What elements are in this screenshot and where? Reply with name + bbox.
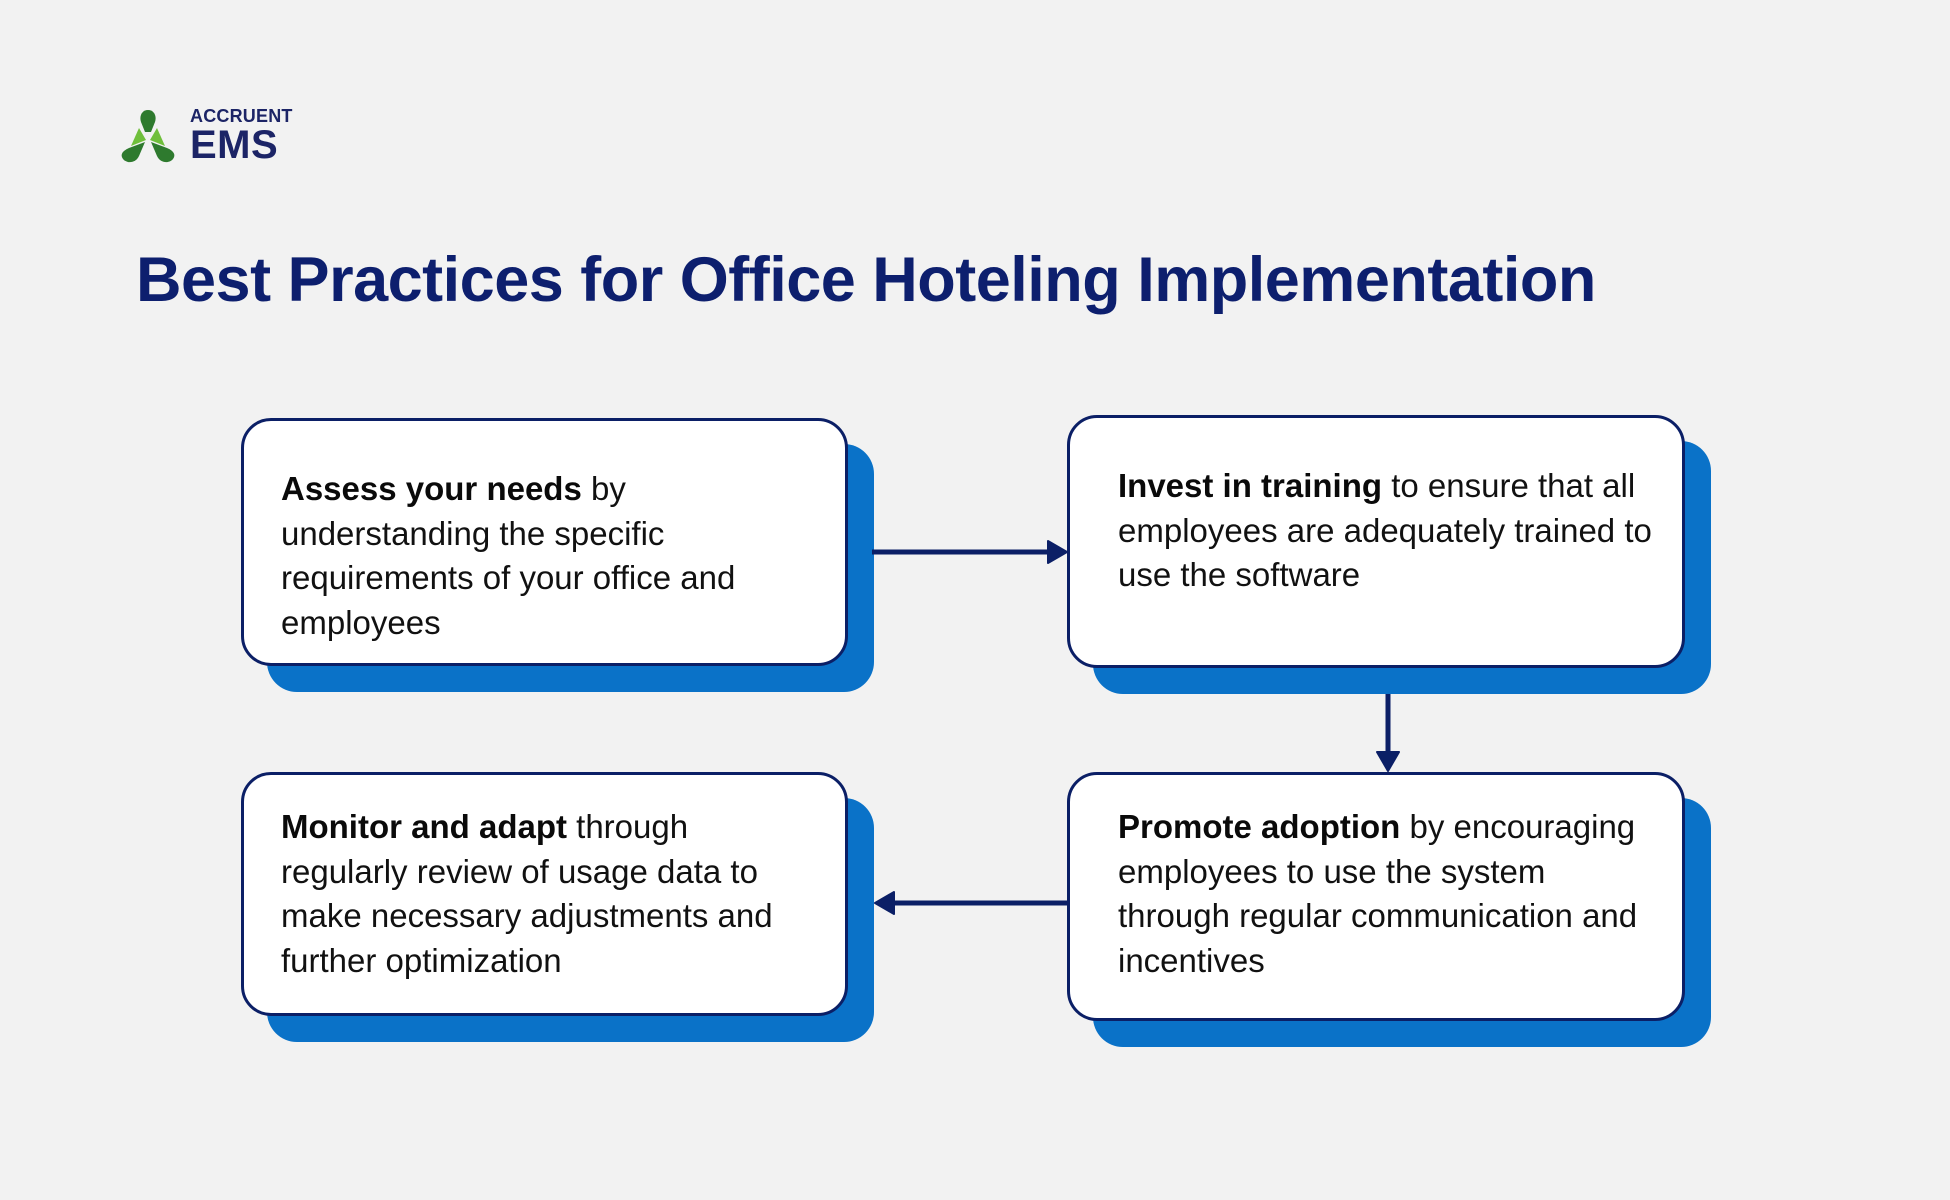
- step-description: by understanding the specific requiremen…: [281, 470, 736, 641]
- card-body: Monitor and adapt through regularly revi…: [241, 772, 848, 1016]
- logo-brand-text: ACCRUENT: [190, 106, 293, 126]
- step-heading: Assess your needs: [281, 470, 582, 507]
- arrow-down-icon: [1376, 694, 1400, 772]
- arrow-right-icon: [872, 540, 1068, 564]
- accruent-ems-logo: ACCRUENT EMS: [119, 106, 293, 167]
- arrow-left-icon: [874, 891, 1070, 915]
- card-body: Assess your needs by understanding the s…: [241, 418, 848, 666]
- step-card-assess: Assess your needs by understanding the s…: [241, 418, 874, 692]
- step-description: through regularly review of usage data t…: [281, 808, 773, 979]
- step-text: Promote adoption by encouraging employee…: [1118, 805, 1652, 983]
- step-text: Assess your needs by understanding the s…: [281, 467, 815, 645]
- logo-product-text: EMS: [190, 123, 279, 167]
- step-card-training: Invest in training to ensure that all em…: [1067, 415, 1711, 694]
- step-text: Monitor and adapt through regularly revi…: [281, 805, 815, 983]
- card-body: Invest in training to ensure that all em…: [1067, 415, 1685, 668]
- step-card-promote: Promote adoption by encouraging employee…: [1067, 772, 1711, 1047]
- card-body: Promote adoption by encouraging employee…: [1067, 772, 1685, 1021]
- step-heading: Invest in training: [1118, 467, 1383, 504]
- step-heading: Promote adoption: [1118, 808, 1401, 845]
- step-description: to ensure that all employees are adequat…: [1118, 467, 1652, 593]
- page-title: Best Practices for Office Hoteling Imple…: [136, 245, 1596, 315]
- step-description: by encouraging employees to use the syst…: [1118, 808, 1638, 979]
- step-card-monitor: Monitor and adapt through regularly revi…: [241, 772, 874, 1042]
- accruent-logo-icon: [121, 110, 175, 163]
- step-text: Invest in training to ensure that all em…: [1118, 464, 1652, 598]
- step-heading: Monitor and adapt: [281, 808, 567, 845]
